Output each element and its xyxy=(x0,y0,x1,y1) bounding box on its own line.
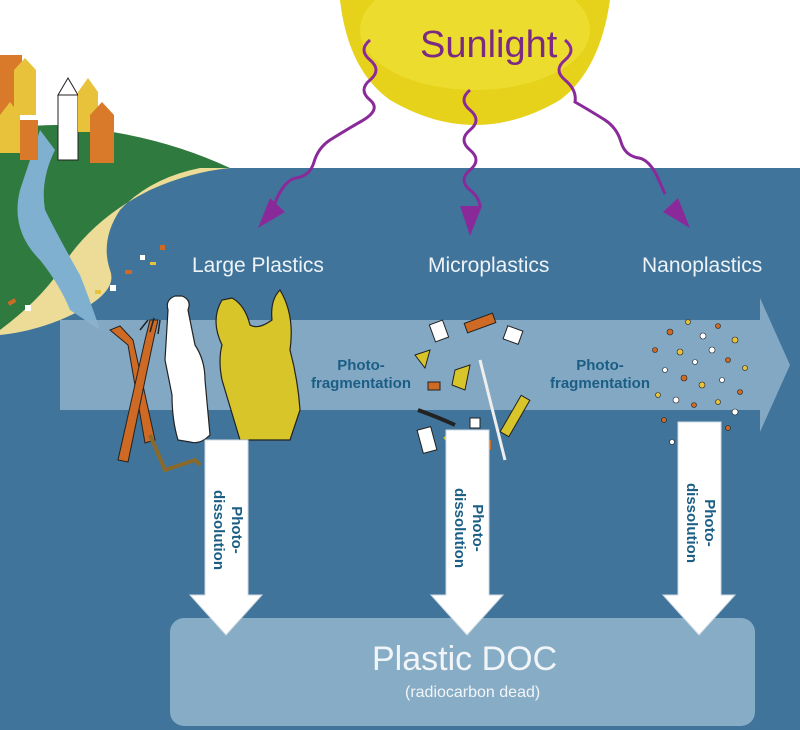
plastic-doc-box xyxy=(170,618,755,726)
photodissolution-label-nano: Photo- dissolution xyxy=(682,478,718,568)
photodissolution-label-large: Photo- dissolution xyxy=(209,485,245,575)
beach-debris xyxy=(7,245,165,311)
photodissolution-label-nano-line2: dissolution xyxy=(683,483,700,563)
photofragmentation-label-1-line2: fragmentation xyxy=(310,375,411,392)
river xyxy=(17,130,100,330)
photodissolution-label-micro: Photo- dissolution xyxy=(450,483,486,573)
sun-core xyxy=(360,0,590,90)
photofragmentation-label-1-line1: Photo- xyxy=(337,357,385,374)
photofragmentation-label-2-line2: fragmentation xyxy=(549,375,650,392)
photodissolution-label-micro-line2: dissolution xyxy=(451,488,468,568)
dissolution-arrows xyxy=(188,421,737,636)
stage-label-large-plastics: Large Plastics xyxy=(192,254,324,277)
plastic-doc-title: Plastic DOC xyxy=(372,640,558,678)
city-buildings xyxy=(0,55,114,163)
photofragmentation-label-2: Photo- fragmentation xyxy=(545,357,655,393)
photofragmentation-label-2-line1: Photo- xyxy=(576,357,624,374)
photodissolution-label-micro-line1: Photo- xyxy=(469,504,486,552)
sunlight-label: Sunlight xyxy=(420,24,558,66)
sun-rays xyxy=(268,38,667,215)
photodissolution-label-large-line1: Photo- xyxy=(228,506,245,554)
stage-label-nanoplastics: Nanoplastics xyxy=(642,254,763,277)
photodissolution-label-nano-line1: Photo- xyxy=(701,499,718,547)
microplastics-items xyxy=(414,312,531,461)
photofragmentation-label-1: Photo- fragmentation xyxy=(306,357,416,393)
plastic-doc-subtitle: (radiocarbon dead) xyxy=(405,684,541,701)
photodissolution-label-large-line2: dissolution xyxy=(210,490,227,570)
beach xyxy=(0,168,230,335)
sun-ray-arrowheads xyxy=(258,198,690,236)
large-plastics-items xyxy=(109,289,301,473)
stage-label-microplastics: Microplastics xyxy=(428,254,550,277)
